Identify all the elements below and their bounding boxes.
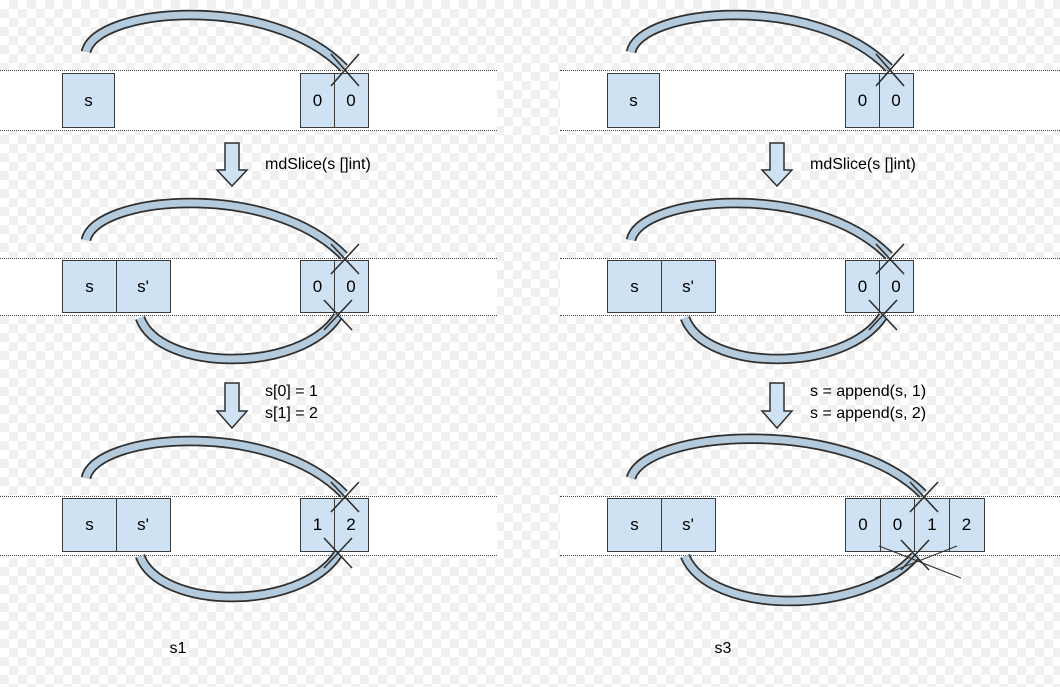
- memory-cell: 0: [879, 498, 916, 552]
- var-box-s-stage1: s: [62, 73, 115, 128]
- step-down-arrow-icon: [215, 142, 249, 188]
- var-box-s-stage2: s: [607, 260, 662, 313]
- array-cells-stage1: 0 0: [845, 73, 914, 128]
- array-cells-stage2: 0 0: [845, 260, 914, 313]
- memory-cell: 0: [333, 73, 369, 128]
- var-box-s-prime-stage2: s': [660, 260, 716, 313]
- memory-cell: 0: [300, 260, 335, 313]
- step-label-mutation: s[0] = 1 s[1] = 2: [265, 381, 318, 425]
- var-box-s-stage2: s: [62, 260, 117, 313]
- var-box-s-stage3: s: [62, 498, 117, 552]
- memory-cell: 0: [878, 260, 914, 313]
- var-box-s-prime-stage3: s': [660, 498, 716, 552]
- step-label-mdslice: mdSlice(s []int): [265, 156, 371, 173]
- array-cells-stage2: 0 0: [300, 260, 369, 313]
- memory-cell: 2: [948, 498, 985, 552]
- memory-cell: 1: [914, 498, 950, 552]
- step-down-arrow-icon: [760, 382, 794, 430]
- var-box-s-prime-stage3: s': [115, 498, 171, 552]
- memory-cell: 0: [300, 73, 335, 128]
- step-label-line: s[0] = 1: [265, 383, 318, 400]
- step-down-arrow-icon: [760, 142, 794, 188]
- var-box-s-stage3: s: [607, 498, 662, 552]
- memory-cell: 0: [845, 498, 881, 552]
- step-label-mdslice: mdSlice(s []int): [810, 156, 916, 173]
- array-cells-stage3: 0 0 1 2: [845, 498, 985, 552]
- memory-cell: 0: [878, 73, 914, 128]
- memory-cell: 0: [845, 73, 880, 128]
- panel-label: s3: [714, 640, 732, 657]
- memory-cell: 1: [300, 498, 335, 552]
- step-label-line: s = append(s, 1): [810, 383, 927, 400]
- var-box-s-prime-stage2: s': [115, 260, 171, 313]
- step-down-arrow-icon: [215, 382, 249, 430]
- panel-label: s1: [169, 640, 187, 657]
- memory-cell: 0: [333, 260, 369, 313]
- step-label-line: s = append(s, 2): [810, 405, 927, 422]
- panel-s1: s 0 0 s s' 0 0 s s' 1 2 mdSlice(s []int)…: [0, 0, 515, 687]
- panel-s3: s 0 0 s s' 0 0 s s' 0 0 1 2 mdSlice(s []…: [545, 0, 1060, 687]
- array-cells-stage1: 0 0: [300, 73, 369, 128]
- array-cells-stage3: 1 2: [300, 498, 369, 552]
- step-label-append: s = append(s, 1) s = append(s, 2): [810, 381, 926, 425]
- memory-cell: 2: [333, 498, 369, 552]
- var-box-s-stage1: s: [607, 73, 660, 128]
- step-label-line: s[1] = 2: [265, 405, 318, 422]
- memory-cell: 0: [845, 260, 880, 313]
